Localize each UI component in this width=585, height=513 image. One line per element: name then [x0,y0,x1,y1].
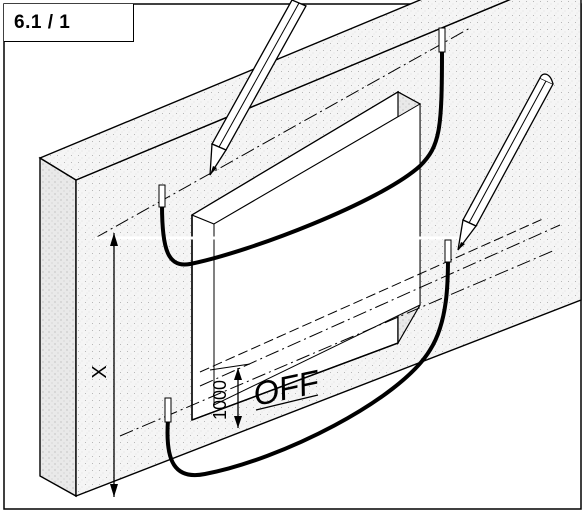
dimension-1000: 1000 [209,363,251,428]
figure-label: 6.1 / 1 [4,4,134,42]
lower-cable-tip-left [164,397,172,423]
pencil-lower [457,73,554,251]
wall-top-face [38,0,511,181]
lower-cable-tip-right [444,239,452,263]
upper-cable-loop [160,48,444,267]
dimension-x: X [89,233,118,497]
dimension-1000-label: 1000 [210,380,230,420]
figure-label-text: 6.1 / 1 [14,11,71,33]
pencil-upper [209,0,307,176]
lower-cable-loop [165,256,450,478]
upper-cable-tip-right [438,27,446,53]
wall-side-face [39,156,77,498]
upper-cable-tip-left [158,184,166,208]
dimension-x-label: X [89,365,111,378]
